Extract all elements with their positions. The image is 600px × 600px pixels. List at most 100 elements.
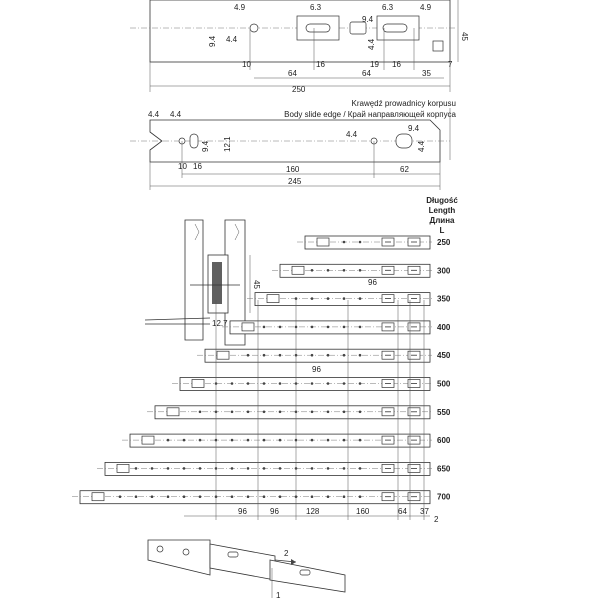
dim-6-3-left: 6.3 bbox=[310, 3, 322, 12]
rail-hole bbox=[358, 325, 362, 329]
cabinet-wall-left bbox=[184, 219, 204, 341]
rail-hole bbox=[166, 438, 170, 442]
mid-dim-160: 160 bbox=[286, 165, 300, 174]
rail-row-250: 250 bbox=[297, 235, 451, 250]
dim-4-4-right: 4.4 bbox=[367, 38, 376, 50]
rail-body bbox=[304, 235, 431, 250]
dim-35: 35 bbox=[422, 69, 431, 78]
rail-hole bbox=[198, 495, 202, 499]
mid-dim-4-4-a: 4.4 bbox=[148, 110, 160, 119]
rail-body bbox=[254, 292, 431, 307]
rail-hole bbox=[294, 297, 298, 300]
rail-body bbox=[179, 377, 431, 391]
length-label-650: 650 bbox=[437, 464, 451, 473]
rail-body bbox=[104, 461, 431, 476]
rail-window-left bbox=[166, 407, 180, 417]
rail-hole bbox=[310, 353, 314, 357]
dim-16-left: 16 bbox=[316, 60, 325, 69]
rail-hole bbox=[326, 353, 330, 357]
rail-window-left bbox=[266, 294, 280, 303]
rail-hole bbox=[262, 438, 266, 442]
drawer-bottom bbox=[144, 317, 211, 325]
iso-arrow-label: 2 bbox=[284, 549, 289, 558]
iso-rail-inner bbox=[269, 559, 346, 593]
dim-64-left: 64 bbox=[288, 69, 297, 78]
mid-slot-2 bbox=[395, 133, 413, 149]
rail-hole bbox=[262, 467, 266, 470]
mid-dim-4-4-d: 4.4 bbox=[417, 140, 426, 152]
rail-hole bbox=[342, 240, 346, 244]
rail-hole bbox=[342, 410, 346, 414]
length-header-pl: Długość bbox=[426, 196, 458, 205]
rail-hole bbox=[310, 297, 314, 300]
rail-window-left bbox=[141, 435, 155, 445]
rail-hole bbox=[246, 410, 250, 414]
rail-hole bbox=[342, 382, 346, 385]
mid-dim-10: 10 bbox=[178, 162, 187, 171]
rail-hole bbox=[358, 438, 362, 442]
length-label-550: 550 bbox=[437, 408, 451, 417]
rail-hole bbox=[278, 495, 282, 499]
section-view: 45 12.7 bbox=[144, 219, 261, 346]
rail-hole bbox=[118, 495, 122, 499]
rail-window-left bbox=[291, 265, 305, 275]
dim-9-4-right: 9.4 bbox=[362, 15, 374, 24]
mid-dim-4-4-c: 4.4 bbox=[346, 130, 358, 139]
top-slot-1 bbox=[305, 23, 331, 33]
mid-dim-245: 245 bbox=[288, 177, 302, 186]
rail-hole bbox=[326, 382, 330, 385]
rail-body bbox=[154, 405, 431, 420]
rail-hole bbox=[246, 353, 250, 357]
rail-hole bbox=[358, 269, 362, 272]
length-label-250: 250 bbox=[437, 238, 451, 247]
rail-hole bbox=[166, 495, 170, 499]
bottom-dim-96-a: 96 bbox=[238, 507, 247, 516]
rail-body bbox=[204, 348, 431, 363]
rail-hole bbox=[198, 467, 202, 470]
rail-hole bbox=[262, 495, 266, 499]
rail-row-350: 350 bbox=[247, 292, 451, 307]
rail-hole bbox=[342, 269, 346, 272]
rail-window-left bbox=[316, 237, 330, 247]
rail-hole bbox=[310, 438, 314, 442]
rail-hole bbox=[278, 325, 282, 329]
rail-row-600: 600 bbox=[122, 433, 451, 448]
rail-hole bbox=[262, 382, 266, 385]
rail-hole bbox=[310, 467, 314, 470]
rail-hole bbox=[326, 297, 330, 300]
dim-6-3-right: 6.3 bbox=[382, 3, 394, 12]
caption-en-ru: Body slide edge / Край направляющей корп… bbox=[284, 110, 456, 119]
mid-dim-12-1: 12.1 bbox=[223, 136, 232, 152]
top-square-hole bbox=[432, 40, 444, 52]
rail-window-left bbox=[241, 322, 255, 332]
rail-hole bbox=[230, 382, 234, 385]
rail-body bbox=[79, 490, 431, 505]
rail-row-650: 650 bbox=[97, 461, 451, 476]
top-slot-2 bbox=[382, 23, 408, 33]
rail-hole bbox=[182, 467, 186, 470]
rail-hole bbox=[326, 467, 330, 470]
rail-hole bbox=[326, 269, 330, 272]
rail-hole bbox=[278, 438, 282, 442]
lengths-table: Długość Length Длина L 25030035040045050… bbox=[72, 196, 458, 524]
length-label-500: 500 bbox=[437, 380, 451, 389]
rail-hole bbox=[310, 410, 314, 414]
top-view: 4.9 6.3 6.3 4.9 9.4 4.4 9.4 4.4 10 16 19… bbox=[130, 0, 469, 94]
rail-hole bbox=[358, 495, 362, 499]
rail-hole bbox=[278, 382, 282, 385]
rail-hole bbox=[134, 467, 138, 470]
rail-hole bbox=[246, 438, 250, 442]
rail-hole bbox=[246, 467, 250, 470]
mid-view: Krawędź prowadnicy korpusu Body slide ed… bbox=[130, 99, 457, 190]
bottom-dim-64: 64 bbox=[398, 507, 407, 516]
length-label-400: 400 bbox=[437, 323, 451, 332]
rail-row-400: 400 bbox=[222, 320, 451, 335]
rail-hole bbox=[310, 382, 314, 385]
bottom-dim-96-b: 96 bbox=[270, 507, 279, 516]
rail-hole bbox=[182, 495, 186, 499]
iso-marker-label: 1 bbox=[276, 591, 281, 600]
bottom-dim-2: 2 bbox=[434, 515, 439, 524]
rail-row-300: 300 bbox=[272, 263, 451, 278]
rail-hole bbox=[342, 353, 346, 357]
